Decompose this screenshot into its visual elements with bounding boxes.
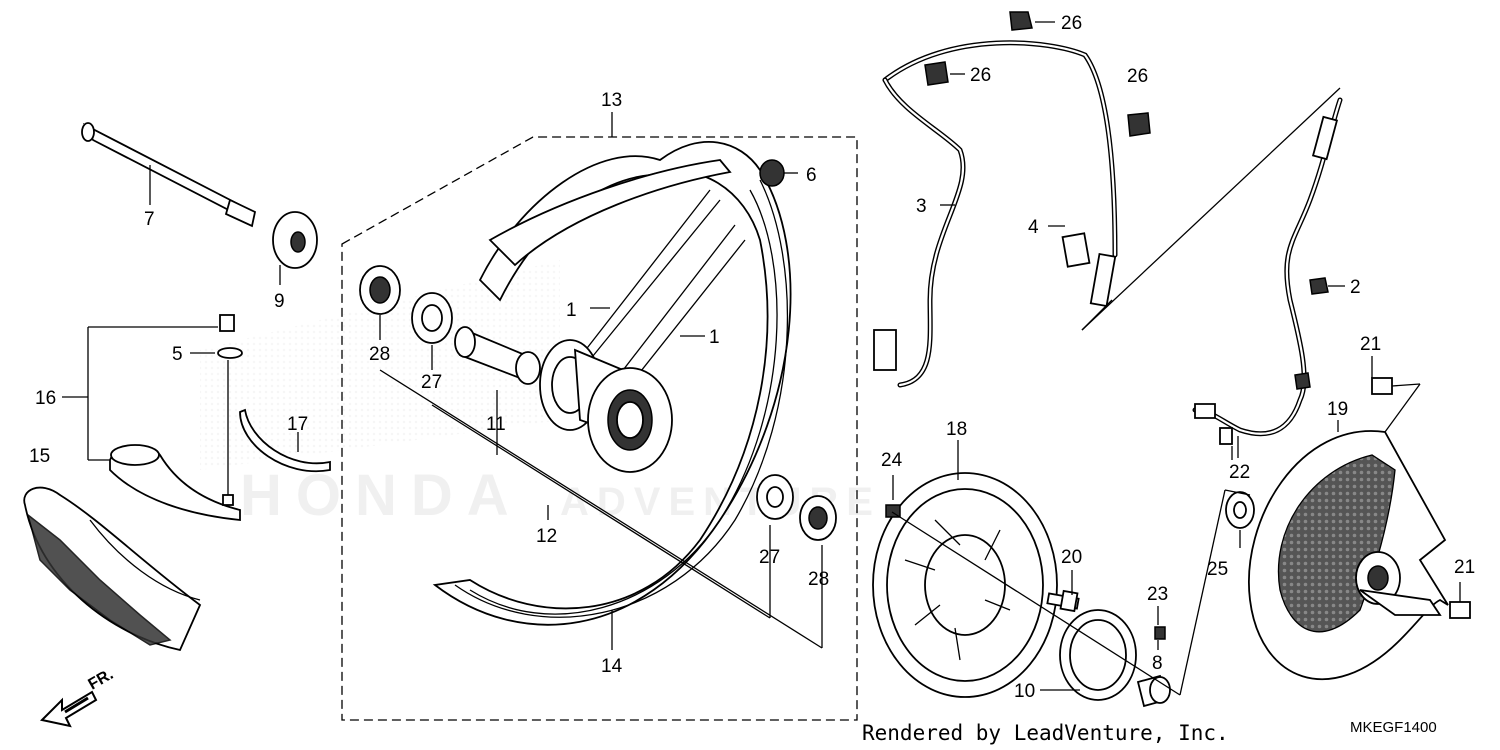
callout-26: 26 [1127, 66, 1148, 87]
disk-cover [1248, 430, 1449, 681]
tire [23, 486, 202, 652]
cable-grommet [1061, 232, 1091, 268]
callout-14: 14 [601, 656, 623, 677]
rim [432, 140, 792, 626]
callout-labels: 1 1 2 3 4 5 6 7 8 9 10 11 12 13 14 15 16… [29, 13, 1475, 702]
callout-5: 5 [172, 344, 183, 365]
callout-1: 1 [709, 327, 720, 348]
callout-28: 28 [808, 569, 829, 590]
callout-18: 18 [946, 419, 967, 440]
callout-12: 12 [536, 526, 557, 547]
leader-lines-tire [62, 326, 299, 461]
front-axle [81, 122, 257, 228]
inner-tube [109, 444, 241, 521]
callout-17: 17 [287, 414, 308, 435]
callout-13: 13 [601, 90, 622, 111]
callout-15: 15 [29, 446, 50, 467]
callout-7: 7 [144, 209, 155, 230]
callout-25: 25 [1207, 559, 1228, 580]
leader-lines-disk [891, 440, 1251, 696]
callout-26: 26 [1061, 13, 1082, 34]
axle-nut [1225, 491, 1255, 529]
wheel-speed-sensor [1192, 97, 1343, 437]
wheel-assembly-bracket [341, 136, 858, 721]
front-arrow-label: FR. [86, 666, 117, 694]
dust-seal-left [411, 292, 453, 344]
disk-bolt [1046, 589, 1080, 613]
callout-11: 11 [486, 414, 506, 435]
credit-text: Rendered by LeadVenture, Inc. [862, 721, 1229, 745]
dust-seal-right [756, 474, 794, 520]
pulser-ring [1059, 609, 1137, 701]
callout-28: 28 [369, 344, 390, 365]
diagram-code: MKEGF1400 [1350, 719, 1437, 736]
cover-bolt [1371, 377, 1471, 619]
rim-strip [239, 408, 331, 473]
leader-lines-cover [1337, 356, 1461, 602]
callout-16: 16 [35, 388, 56, 409]
callout-23: 23 [1147, 584, 1168, 605]
spoke-nipple [759, 159, 798, 187]
callout-26: 26 [970, 65, 991, 86]
valve [217, 314, 243, 506]
callout-21: 21 [1454, 557, 1475, 578]
sensor-bolt [1219, 427, 1239, 458]
callout-19: 19 [1327, 399, 1348, 420]
callout-27: 27 [759, 547, 780, 568]
callout-9: 9 [274, 291, 285, 312]
svg-text:HONDA: HONDA [240, 463, 523, 528]
callout-1: 1 [566, 300, 577, 321]
distance-collar [454, 326, 541, 385]
pulser-bolt [1154, 626, 1166, 640]
disk-nut [885, 504, 901, 518]
callout-10: 10 [1014, 681, 1035, 702]
front-arrow-icon [39, 690, 98, 728]
cable-clip [924, 11, 1151, 137]
callout-2: 2 [1350, 277, 1361, 298]
side-collar [1136, 674, 1171, 708]
rim-band [488, 159, 732, 267]
callout-8: 8 [1152, 653, 1163, 674]
callout-24: 24 [881, 450, 903, 471]
callout-21: 21 [1360, 334, 1381, 355]
hub [539, 339, 673, 473]
callout-6: 6 [806, 165, 817, 186]
callout-27: 27 [421, 372, 442, 393]
bearing-left [359, 265, 401, 315]
leader-lines-cable [940, 21, 1341, 331]
axle-spacer [272, 211, 318, 285]
bearing-right [799, 495, 837, 541]
callout-22: 22 [1229, 462, 1250, 483]
callout-3: 3 [916, 196, 927, 217]
speed-sensor-cable [873, 40, 1118, 388]
callout-4: 4 [1028, 217, 1039, 238]
callout-20: 20 [1061, 547, 1082, 568]
leader-lines-wheel [379, 307, 823, 650]
